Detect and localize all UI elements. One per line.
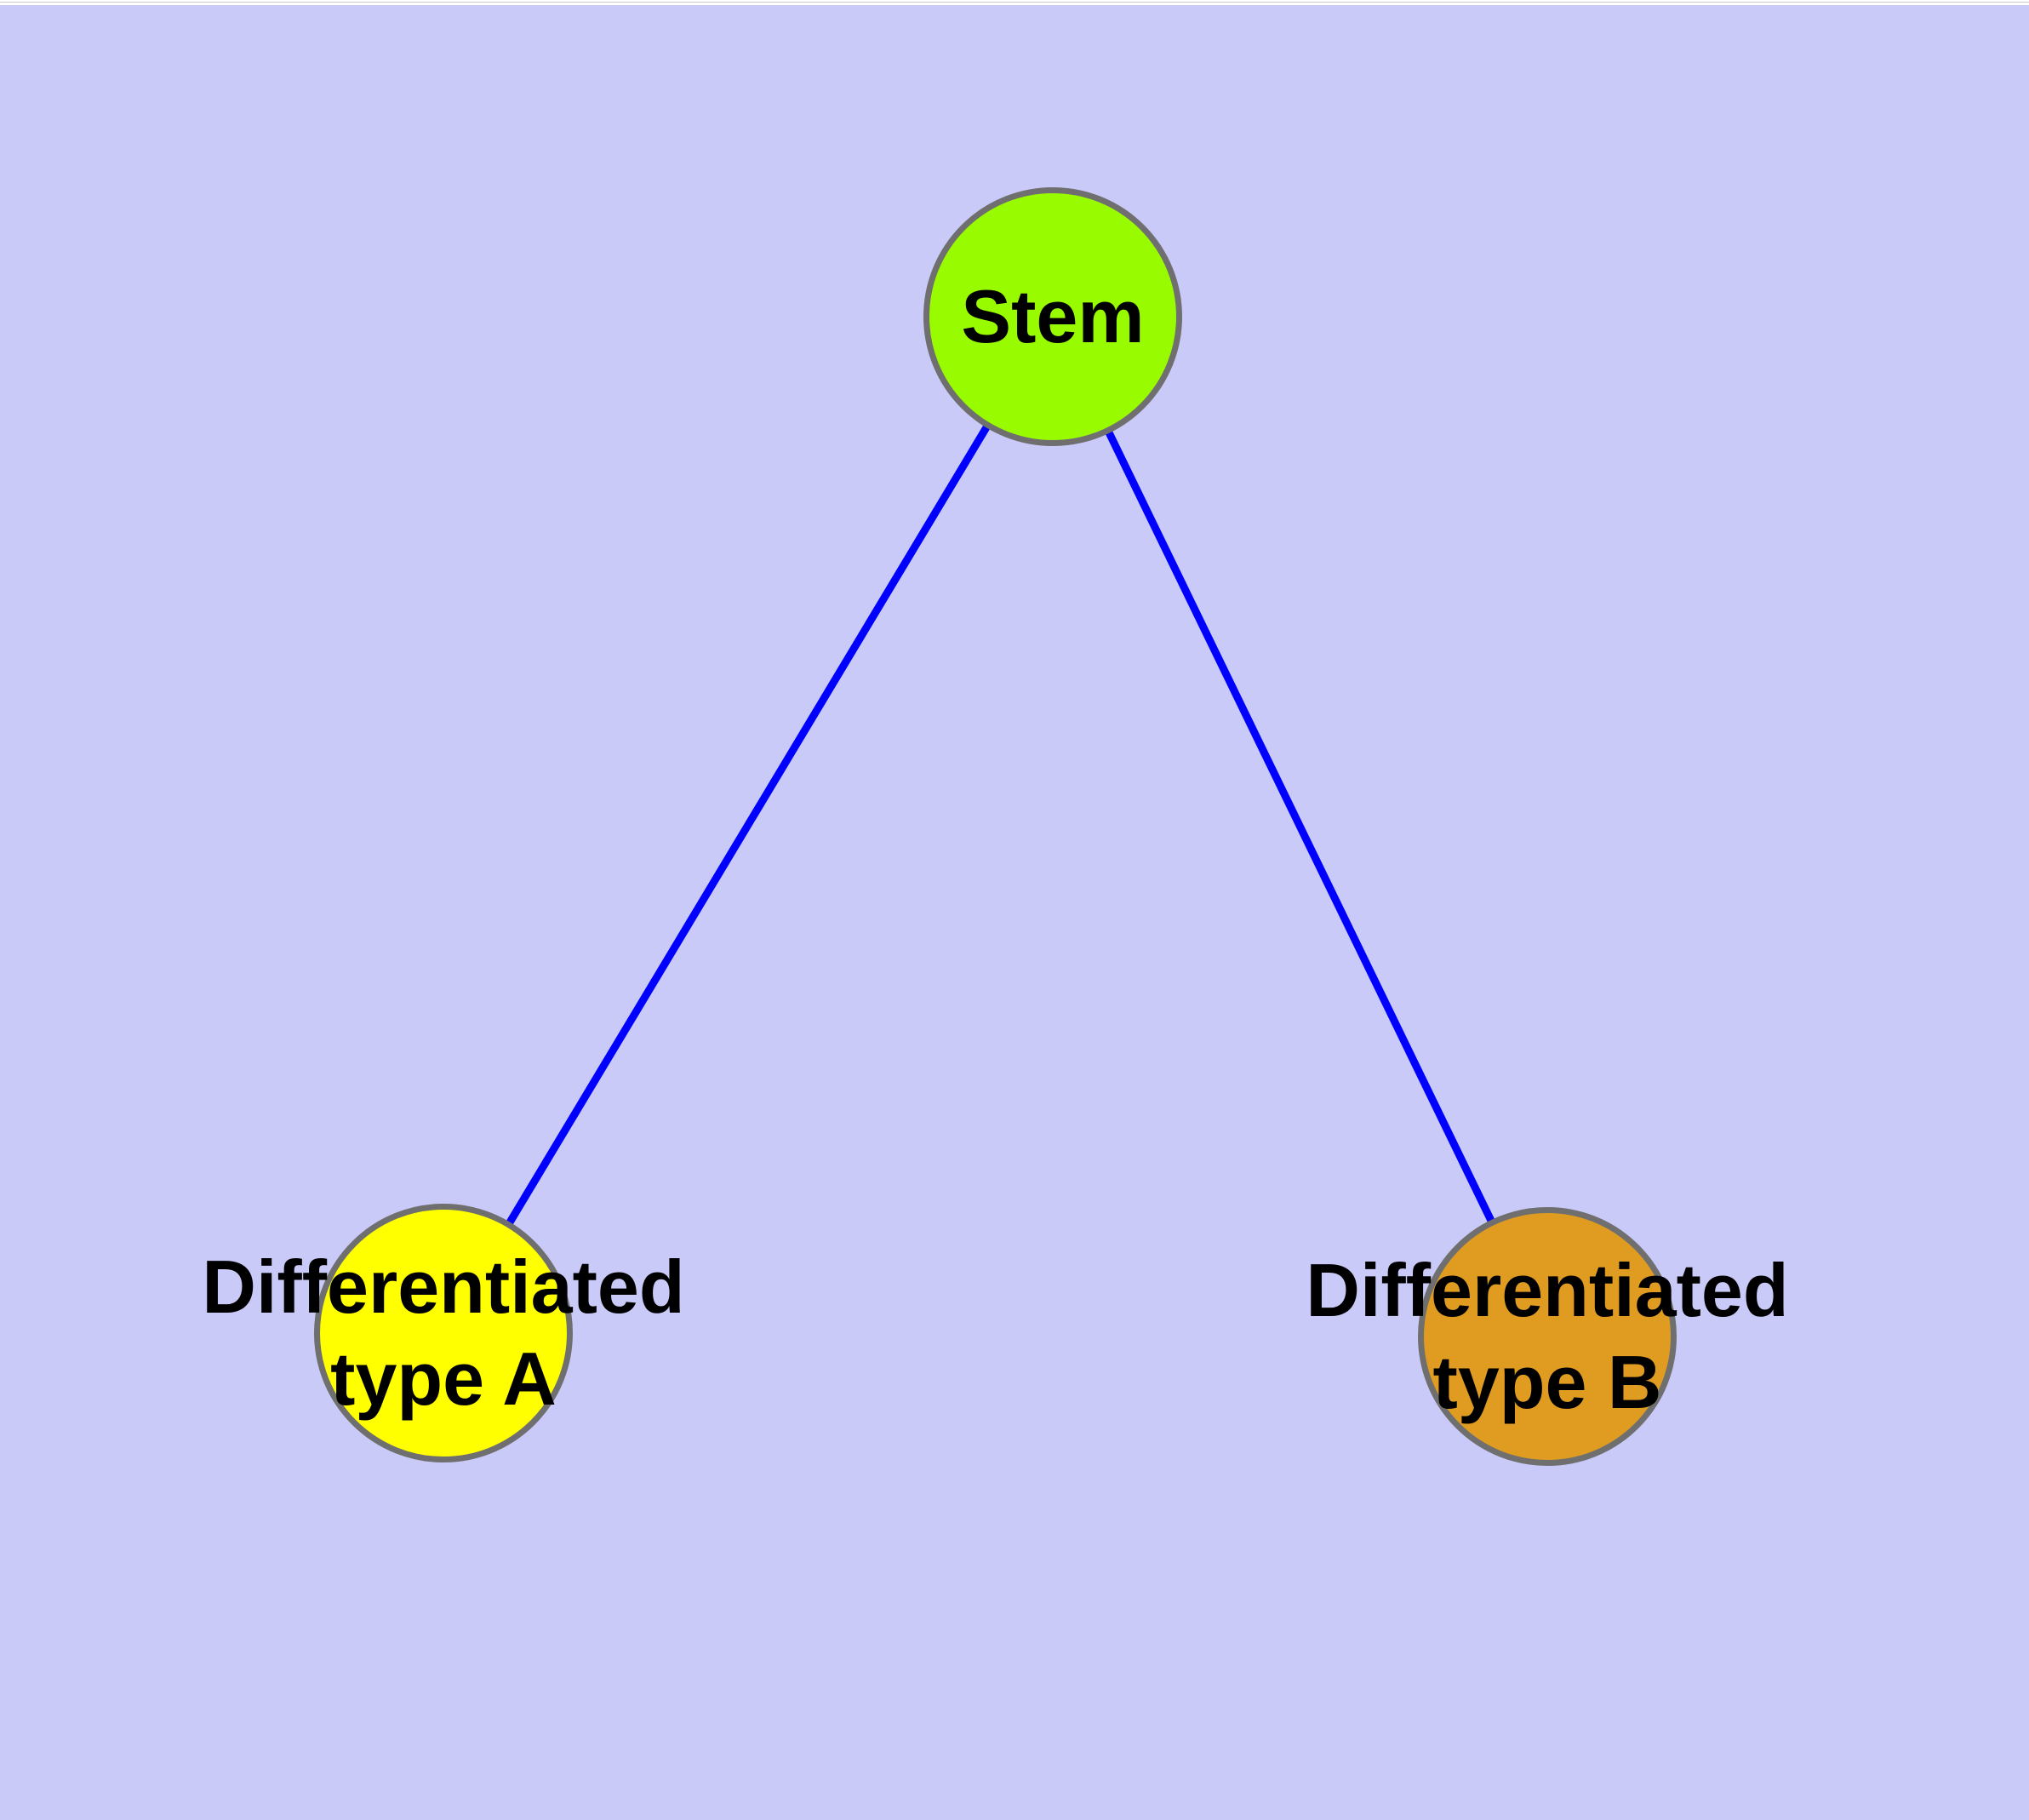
edge-stem-to-type-a [440,314,1056,1336]
node-type-a: Differentiated type A [202,1204,685,1462]
node-stem: Stem [923,187,1182,446]
node-type-a-label: Differentiated type A [202,1244,685,1421]
window-top-edge [0,0,2029,5]
window-top-edge-line [0,2,2029,3]
node-type-b: Differentiated type B [1306,1207,1789,1466]
node-type-b-label: Differentiated type B [1306,1247,1789,1424]
edge-stem-to-type-b [1049,315,1552,1338]
node-stem-label: Stem [961,273,1145,358]
